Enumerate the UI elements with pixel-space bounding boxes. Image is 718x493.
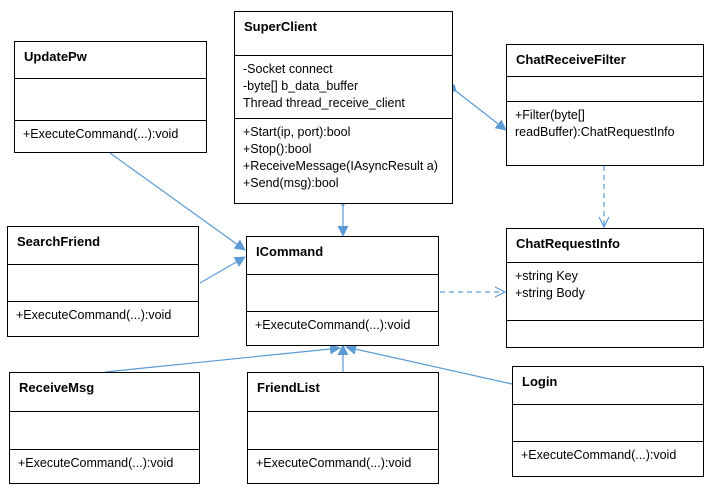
class-chatreceivefilter[interactable]: ChatReceiveFilter +Filter(byte[] readBuf… [506, 44, 704, 166]
method: +Start(ip, port):bool [243, 125, 351, 139]
attribute: +string Key [515, 269, 578, 283]
class-icommand[interactable]: ICommand +ExecuteCommand(...):void [246, 236, 439, 346]
class-title: UpdatePw [24, 49, 87, 64]
attribute: -Socket connect [243, 62, 333, 76]
class-title: FriendList [257, 380, 320, 395]
method: +ExecuteCommand(...):void [23, 127, 179, 141]
method: +ExecuteCommand(...):void [255, 318, 411, 332]
edge-receivemsg-icommand [104, 343, 341, 373]
method: readBuffer):ChatRequestInfo [515, 125, 675, 139]
class-title: Login [522, 374, 558, 389]
class-superclient[interactable]: SuperClient -Socket connect -byte[] b_da… [234, 11, 453, 204]
attribute: +string Body [515, 286, 585, 300]
class-chatrequestinfo[interactable]: ChatRequestInfo +string Key +string Body [506, 228, 704, 348]
edge-searchfriend-icommand [199, 256, 246, 284]
edge-updatepw-icommand [109, 152, 246, 251]
class-updatepw[interactable]: UpdatePw +ExecuteCommand(...):void [14, 41, 207, 153]
method: +ExecuteCommand(...):void [18, 456, 174, 470]
method: +ExecuteCommand(...):void [521, 448, 677, 462]
class-receivemsg[interactable]: ReceiveMsg +ExecuteCommand(...):void [9, 372, 200, 484]
method: +ReceiveMessage(IAsyncResult a) [243, 159, 438, 173]
method: +Stop():bool [243, 142, 312, 156]
class-title: SearchFriend [17, 234, 101, 249]
edge-login-icommand [345, 343, 513, 385]
method: +Send(msg):bool [243, 176, 339, 190]
method: +ExecuteCommand(...):void [16, 308, 172, 322]
method: +ExecuteCommand(...):void [256, 456, 412, 470]
class-title: SuperClient [244, 19, 317, 34]
class-login[interactable]: Login +ExecuteCommand(...):void [512, 366, 704, 477]
class-title: ICommand [256, 244, 324, 259]
class-searchfriend[interactable]: SearchFriend +ExecuteCommand(...):void [7, 226, 199, 337]
edge-superclient-chatreceivefilter [447, 84, 507, 131]
class-friendlist[interactable]: FriendList +ExecuteCommand(...):void [247, 372, 439, 484]
attribute: Thread thread_receive_client [243, 96, 405, 110]
class-title: ReceiveMsg [19, 380, 95, 395]
class-title: ChatReceiveFilter [516, 52, 626, 67]
method: +Filter(byte[] [515, 108, 585, 122]
attribute: -byte[] b_data_buffer [243, 79, 359, 93]
class-title: ChatRequestInfo [516, 236, 620, 251]
